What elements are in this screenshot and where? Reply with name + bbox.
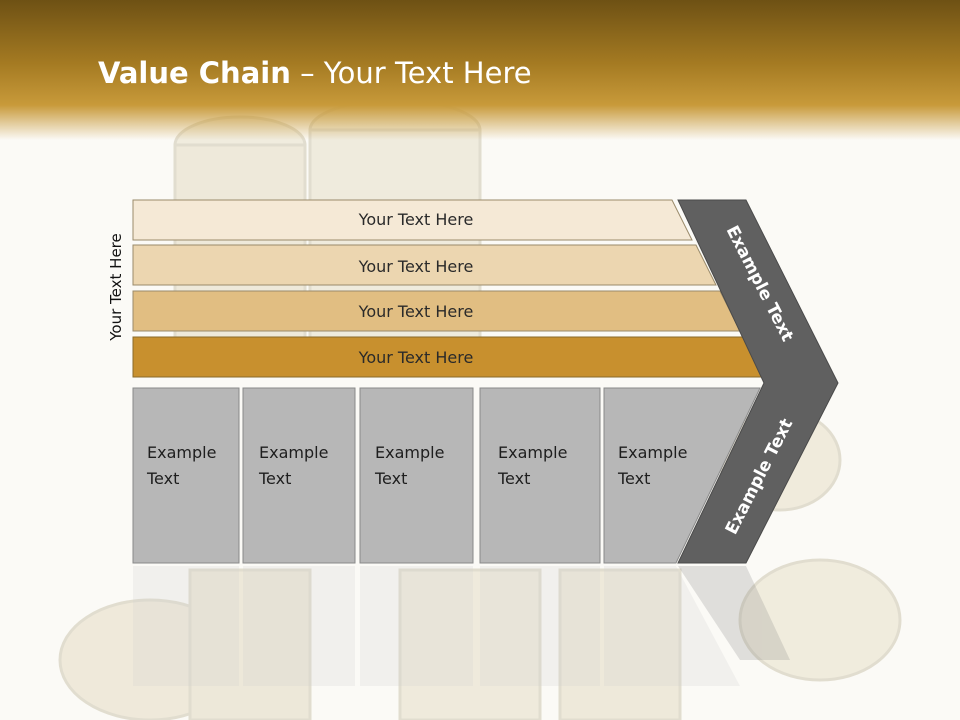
support-box-1 <box>132 387 240 564</box>
support-box-3 <box>359 387 474 564</box>
support-text-1a: Example <box>147 443 216 462</box>
slide-title: Value Chain – Your Text Here <box>98 56 532 90</box>
reflection <box>133 566 790 686</box>
primary-label-2: Your Text Here <box>358 257 474 276</box>
support-text-2b: Text <box>258 469 291 488</box>
margin-chevron: Example Text Example Text <box>677 199 839 564</box>
header-band <box>0 0 960 140</box>
primary-label-1: Your Text Here <box>358 210 474 229</box>
support-box-4 <box>479 387 601 564</box>
support-text-5a: Example <box>618 443 687 462</box>
primary-bar-2 <box>132 244 717 286</box>
primary-label-3: Your Text Here <box>358 302 474 321</box>
support-text-4a: Example <box>498 443 567 462</box>
primary-label-4: Your Text Here <box>358 348 474 367</box>
support-text-2a: Example <box>259 443 328 462</box>
support-text-4b: Text <box>497 469 530 488</box>
support-box-2 <box>242 387 356 564</box>
primary-activities: Your Text Here Your Text Here Your Text … <box>132 199 765 378</box>
support-text-1b: Text <box>146 469 179 488</box>
support-box-5 <box>603 387 761 564</box>
chevron-shape <box>677 199 839 564</box>
support-activities: Example Text Example Text Example Text E… <box>132 387 761 564</box>
support-text-5b: Text <box>617 469 650 488</box>
support-text-3b: Text <box>374 469 407 488</box>
primary-bar-1 <box>132 199 693 241</box>
support-text-3a: Example <box>375 443 444 462</box>
